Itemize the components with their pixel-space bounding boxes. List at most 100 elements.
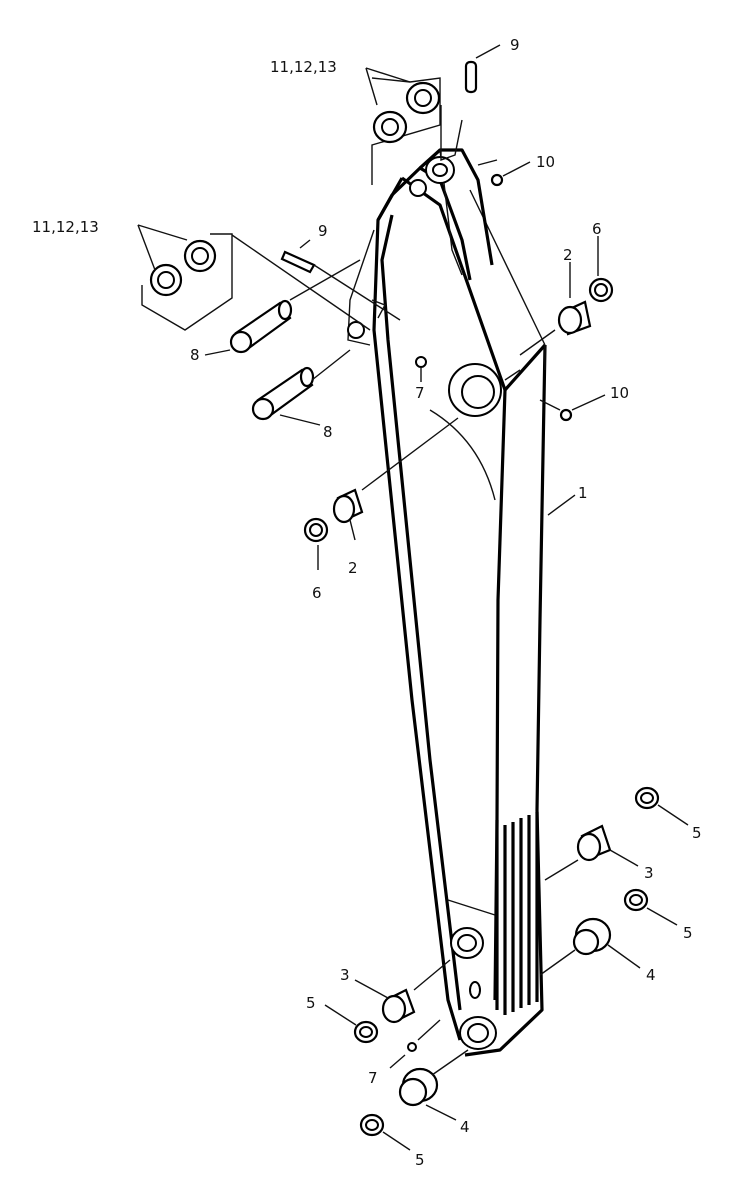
pin-8-end: [229, 330, 253, 354]
bushing-3-end: [381, 994, 407, 1024]
boom-inner-left-edge: [380, 214, 462, 1011]
bushing-3-right: [544, 824, 639, 881]
label-11-12-13-left: 11,12,13: [32, 218, 99, 236]
pin-guide: [289, 259, 361, 301]
label-5-a: 5: [692, 824, 702, 842]
washer-10-top: [477, 159, 531, 187]
bushing-guide: [361, 417, 459, 491]
pin-guide: [311, 349, 351, 381]
boom-pin-holes: [347, 156, 502, 1052]
callout-labels: 11,12,13 9 10 11,12,13 9 2 6 8 8 7 10 1 …: [32, 36, 702, 1169]
label-11-12-13-top: 11,12,13: [270, 58, 337, 76]
bushing-2-end: [557, 305, 583, 335]
pin-8-tip: [299, 366, 315, 388]
pin-9-guide: [313, 264, 401, 321]
label-5-d: 5: [415, 1151, 425, 1169]
leader-line: [137, 224, 156, 271]
grease-nipple-7-bottom: [407, 1042, 417, 1052]
foot-boss-hole: [461, 375, 495, 409]
pin-9-top: [440, 44, 501, 161]
label-1: 1: [578, 484, 588, 502]
leader-line: [299, 239, 311, 249]
pin-guide: [539, 949, 576, 976]
leader-line: [382, 1131, 411, 1151]
leader-line: [365, 67, 411, 83]
pin-4-right: [539, 917, 641, 976]
shim-ring-hole: [381, 118, 399, 136]
label-6-right: 6: [592, 220, 602, 238]
seal-5-hole: [365, 1119, 379, 1131]
leader-line: [204, 349, 231, 356]
pin-guide: [431, 1049, 469, 1076]
boom-right-edge: [464, 344, 547, 1057]
label-10-top: 10: [536, 153, 555, 171]
label-7-bottom: 7: [368, 1069, 378, 1087]
seal-5-c: [324, 1004, 379, 1044]
lug-hole: [347, 321, 365, 339]
pin-9-guide: [440, 105, 463, 161]
head-hole-top-inner: [432, 163, 448, 177]
seal-6-left: [303, 517, 329, 570]
label-5-b: 5: [683, 924, 693, 942]
leader-line: [502, 161, 531, 177]
bushing-2-right: [504, 262, 592, 381]
pin-8-upper: [204, 259, 361, 356]
leader-line: [607, 944, 641, 969]
seal-5-a: [634, 786, 689, 826]
label-2-right: 2: [563, 246, 573, 264]
leader-line: [571, 394, 606, 411]
pin-4-bottom: [398, 1049, 469, 1121]
grease-7-bottom-leader: [389, 1019, 441, 1069]
nipple-guide: [417, 1019, 441, 1041]
shim-ring-hole: [157, 271, 175, 289]
seal-6-right: [588, 236, 614, 303]
label-8-a: 8: [190, 346, 200, 364]
grease-nipple-7: [415, 356, 427, 368]
label-4-bottom: 4: [460, 1118, 470, 1136]
label-10-mid: 10: [610, 384, 629, 402]
label-6-left: 6: [312, 584, 322, 602]
bushing-guide: [519, 329, 556, 356]
head-hole-small: [409, 179, 427, 197]
label-3-left: 3: [340, 966, 350, 984]
leader-line: [477, 159, 498, 166]
shim-bracket: [371, 77, 441, 185]
pin-4-body: [398, 1077, 428, 1107]
seal-5-hole: [640, 792, 654, 804]
seal-5-hole: [629, 894, 643, 906]
label-7-mid: 7: [415, 384, 425, 402]
washer-10-mid: [539, 394, 606, 422]
bottom-hole-lower-inner: [467, 1023, 489, 1043]
label-4-right: 4: [646, 966, 656, 984]
bushing-guide: [544, 859, 579, 881]
label-8-b: 8: [323, 423, 333, 441]
bottom-hole-upper-inner: [457, 934, 477, 952]
pin-8-tip: [277, 299, 293, 321]
seal-5-d: [359, 1113, 411, 1151]
leader-line: [646, 907, 678, 926]
boom-lug: [347, 229, 375, 346]
pin-4-body: [572, 928, 600, 956]
label-2-left: 2: [348, 559, 358, 577]
leader-line: [365, 67, 378, 106]
washer-guide: [539, 399, 561, 411]
pin-9: [464, 60, 478, 94]
boom-head-plate-rear: [418, 148, 494, 266]
bushing-guide: [504, 369, 521, 381]
shim-set-top: [365, 67, 441, 185]
seal-6-hole: [309, 523, 323, 537]
pin-8-end: [251, 397, 275, 421]
leader-line: [137, 224, 188, 241]
small-fitting: [371, 299, 386, 319]
leader-line: [547, 494, 576, 516]
bushing-3-left: [354, 959, 451, 1024]
bushing-2-left: [332, 417, 459, 541]
boom-lower-plate: [447, 899, 496, 916]
leader-line: [425, 1104, 457, 1121]
washer-10: [490, 173, 504, 187]
washer-10: [559, 408, 573, 422]
boom-flange-curve: [429, 409, 496, 501]
seal-6-hole: [594, 283, 608, 297]
